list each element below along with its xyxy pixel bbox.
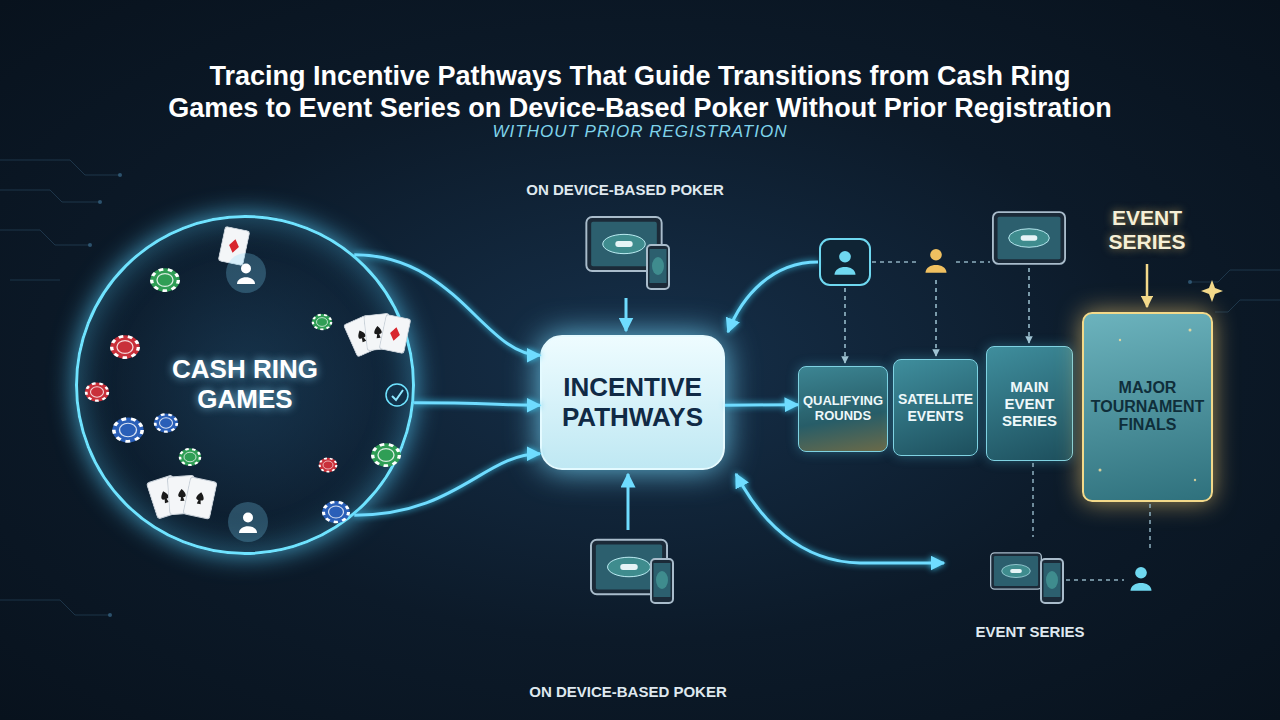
stage-box: QUALIFYING ROUNDS xyxy=(798,366,888,452)
sparkle xyxy=(1201,280,1223,302)
phone-icon xyxy=(647,245,669,289)
poker-chip xyxy=(322,501,350,523)
player-icon xyxy=(926,249,947,273)
device-label: ON DEVICE-BASED POKER xyxy=(495,181,755,199)
playing-card xyxy=(183,477,217,519)
dashed-link xyxy=(1032,463,1034,537)
series-label: EVENT SERIES xyxy=(1087,206,1207,254)
phone-icon xyxy=(1041,559,1063,603)
diamond-suit xyxy=(389,326,402,342)
node-text-group: SATELLITE EVENTS xyxy=(895,391,976,423)
circuit-line xyxy=(1215,300,1280,312)
stage-box: MAIN EVENT SERIES xyxy=(986,346,1073,461)
node-label: QUALIFYING ROUNDS xyxy=(800,394,886,424)
device-arrow xyxy=(625,298,628,331)
spade-suit xyxy=(178,489,186,501)
return-arrow xyxy=(736,474,944,563)
spade-suit xyxy=(374,326,383,339)
circuit-line xyxy=(0,600,110,615)
device-arrow xyxy=(627,474,630,530)
phone-icon xyxy=(651,559,673,603)
feedback-arrow xyxy=(728,262,818,332)
poker-chip xyxy=(112,418,143,443)
node-label: CASH RING GAMES xyxy=(150,355,340,415)
poker-chip xyxy=(150,268,179,291)
hub-box: INCENTIVE PATHWAYS xyxy=(540,335,725,470)
tablet-icon xyxy=(991,553,1042,589)
node-text-group: MAIN EVENT SERIES xyxy=(988,378,1071,430)
dashed-arrow xyxy=(935,280,937,356)
node-label: SATELLITE EVENTS xyxy=(895,391,976,423)
flow-arrow xyxy=(414,403,540,405)
dashed-link xyxy=(872,261,916,263)
diagram-title: Tracing Incentive Pathways That Guide Tr… xyxy=(80,60,1200,124)
flow-arrow xyxy=(725,403,798,407)
subtitle-rule xyxy=(795,131,850,133)
circuit-line xyxy=(1190,270,1280,282)
player-icon xyxy=(1131,567,1152,591)
circuit-line xyxy=(0,160,120,175)
dashed-arrow xyxy=(1028,268,1030,343)
player-icon xyxy=(835,251,856,275)
poker-chip xyxy=(371,443,400,466)
subtitle: WITHOUT PRIOR REGISTRATION xyxy=(460,122,820,142)
ring-badge-mark xyxy=(392,390,403,400)
series-arrow xyxy=(1146,264,1149,307)
stage-box: SATELLITE EVENTS xyxy=(893,359,978,456)
player-icon xyxy=(239,513,257,534)
node-text-group: CASH RING GAMES xyxy=(150,355,340,415)
playing-card xyxy=(379,314,411,353)
icon-glow xyxy=(228,502,268,542)
poker-chip xyxy=(85,382,109,401)
sparkle-dot xyxy=(1119,339,1121,341)
finals-box: MAJOR TOURNAMENT FINALS xyxy=(1082,312,1213,502)
circuit-line xyxy=(10,280,60,281)
circuit-line xyxy=(0,190,100,202)
node-text-group: INCENTIVE PATHWAYS xyxy=(545,373,720,433)
tablet-icon xyxy=(993,212,1065,264)
ring-badge xyxy=(386,384,408,406)
node-label: INCENTIVE PATHWAYS xyxy=(545,373,720,433)
poker-chip xyxy=(110,335,139,358)
subtitle-rule xyxy=(430,131,485,133)
circuit-dot xyxy=(108,613,112,617)
poker-chip xyxy=(319,458,337,473)
poker-chip xyxy=(179,448,201,466)
series-label: EVENT SERIES xyxy=(930,623,1130,641)
flow-arrow xyxy=(354,454,540,515)
circuit-dot xyxy=(98,200,102,204)
dashed-link xyxy=(1149,504,1151,548)
node-label: MAIN EVENT SERIES xyxy=(988,378,1071,430)
flow-arrow xyxy=(354,255,540,355)
sparkle-dot xyxy=(1099,469,1102,472)
dashed-arrow xyxy=(844,288,846,363)
node-label: MAJOR TOURNAMENT FINALS xyxy=(1084,379,1211,434)
poker-chip xyxy=(154,413,178,432)
poker-chip xyxy=(312,314,332,330)
player-badge xyxy=(820,239,870,285)
device-label: ON DEVICE-BASED POKER xyxy=(498,683,758,701)
sparkle-dot xyxy=(1189,329,1192,332)
circuit-dot xyxy=(118,173,122,177)
player-icon xyxy=(237,264,255,285)
sparkle-dot xyxy=(1194,479,1196,481)
dashed-link xyxy=(956,261,990,263)
diamond-suit xyxy=(228,238,241,254)
circuit-dot xyxy=(1188,280,1192,284)
node-text-group: MAJOR TOURNAMENT FINALS xyxy=(1084,379,1211,434)
icon-glow xyxy=(226,253,266,293)
spade-suit xyxy=(195,491,205,504)
circuit-line xyxy=(0,230,90,245)
node-text-group: QUALIFYING ROUNDS xyxy=(800,394,886,424)
circuit-dot xyxy=(88,243,92,247)
dashed-link xyxy=(1066,579,1124,581)
